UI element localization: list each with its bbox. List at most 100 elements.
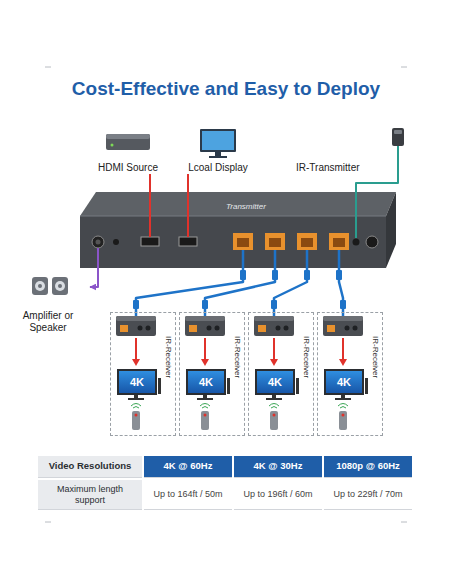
corner-mark — [45, 67, 51, 68]
table-header-cell: Video Resolutions — [38, 456, 142, 478]
rj45-port — [120, 325, 128, 332]
source-box-icon — [106, 134, 150, 150]
speaker-cone — [35, 281, 45, 291]
signal-arrowhead — [270, 359, 278, 366]
page-title: Cost-Effective and Easy to Deploy — [0, 78, 452, 100]
signal-arrowhead — [201, 359, 209, 366]
rj45-plug — [133, 300, 139, 309]
receiver-top — [185, 316, 225, 321]
rj45-port — [233, 233, 253, 250]
table-header-cell: 4K @ 60Hz — [144, 456, 232, 478]
rj45-port — [327, 325, 335, 332]
receiver-top — [254, 316, 294, 321]
tv-base — [335, 398, 351, 400]
receiver-zone: IR-Receiver 4K — [179, 312, 245, 436]
hdmi-cable-stub — [149, 192, 151, 237]
ir-jack — [353, 326, 358, 331]
receiver-unit — [185, 316, 225, 336]
monitor-screen — [202, 131, 234, 150]
transmitter-unit: Transmitter — [80, 192, 396, 268]
cable-connector — [187, 174, 189, 192]
monitor-base — [209, 156, 227, 158]
corner-mark — [401, 67, 407, 68]
tv-base — [197, 398, 213, 400]
remote-button — [204, 414, 207, 417]
node-label: Amplifier or Speaker — [6, 310, 90, 334]
rj45-socket — [237, 238, 249, 247]
network-cable-stub — [306, 250, 309, 268]
cable-connector — [356, 174, 398, 192]
table-row-header: Maximum length support — [38, 480, 142, 510]
unit-side-face — [386, 192, 396, 268]
table-header-cell: 1080p @ 60Hz — [324, 456, 412, 478]
node-label: HDMI Source — [98, 162, 158, 174]
remote-control — [270, 411, 278, 430]
table-cell: Up to 164ft / 50m — [144, 480, 232, 510]
resolution-badge: 4K — [268, 376, 282, 389]
remote-button — [342, 414, 345, 417]
amplifier-speaker: Amplifier or Speaker — [6, 276, 90, 334]
small-jack — [113, 239, 119, 245]
cable-connector — [136, 268, 243, 312]
ir-receiver-bar — [365, 378, 368, 394]
unit-edge — [80, 216, 386, 217]
hdmi-port — [141, 237, 159, 246]
vertical-label: IR-Receiver — [232, 336, 242, 378]
cable-connector — [149, 174, 151, 192]
network-cable-stub — [274, 250, 277, 268]
signal-arrow — [204, 338, 206, 360]
ir-transmitter-eye — [394, 130, 402, 134]
receiver-zone: IR-Receiver 4K — [248, 312, 314, 436]
source-box-top — [106, 134, 150, 139]
table-header-cell: 4K @ 30Hz — [234, 456, 322, 478]
resolution-badge: 4K — [199, 376, 213, 389]
receiver-unit — [254, 316, 294, 336]
speaker-cone — [55, 281, 65, 291]
rj45-socket — [301, 238, 313, 247]
wireless-waves — [338, 404, 348, 409]
remote-control — [339, 411, 347, 430]
ir-receiver-bar — [296, 378, 299, 394]
remote-control — [201, 411, 209, 430]
ir-jack — [353, 239, 360, 246]
monitor-neck — [215, 152, 221, 156]
signal-arrow — [273, 338, 275, 360]
tv-base — [128, 398, 144, 400]
speaker-icon — [32, 277, 48, 295]
node-label: Transmitter — [226, 202, 266, 212]
rj45-plug — [340, 300, 346, 309]
signal-arrow — [342, 338, 344, 360]
hdmi-cable-stub — [187, 192, 189, 237]
cable-connector — [274, 268, 307, 312]
ir-cable-stub — [355, 192, 357, 238]
speaker-center — [38, 284, 42, 288]
node-label: Lcoal Display — [188, 162, 247, 174]
tv-screen: 4K — [186, 369, 226, 395]
resolution-badge: 4K — [337, 376, 351, 389]
rj45-port — [258, 325, 266, 332]
receiver-top — [323, 316, 363, 321]
ir-jack — [146, 326, 151, 331]
hdmi-out-port — [207, 326, 212, 331]
local-display: Lcoal Display — [182, 128, 254, 174]
remote-button — [135, 414, 138, 417]
rj45-socket — [269, 238, 281, 247]
receiver-zone: IR-Receiver4K — [110, 312, 176, 436]
vertical-label: IR-Receiver — [301, 336, 311, 378]
receiver-unit — [116, 316, 156, 336]
cable-connector — [90, 268, 98, 287]
audio-jack — [92, 236, 104, 248]
wireless-waves — [131, 404, 141, 409]
vertical-label: IR-Receiver — [370, 336, 380, 378]
receiver-unit — [323, 316, 363, 336]
power-jack — [366, 236, 378, 248]
node-label: IR-Transmitter — [296, 162, 360, 174]
network-cable-stub — [242, 250, 245, 268]
wireless-waves — [200, 404, 210, 409]
rj45-port — [189, 325, 197, 332]
resolution-badge: 4K — [130, 376, 144, 389]
monitor-frame — [200, 129, 236, 152]
cable-connector — [205, 268, 275, 312]
ir-jack — [215, 326, 220, 331]
